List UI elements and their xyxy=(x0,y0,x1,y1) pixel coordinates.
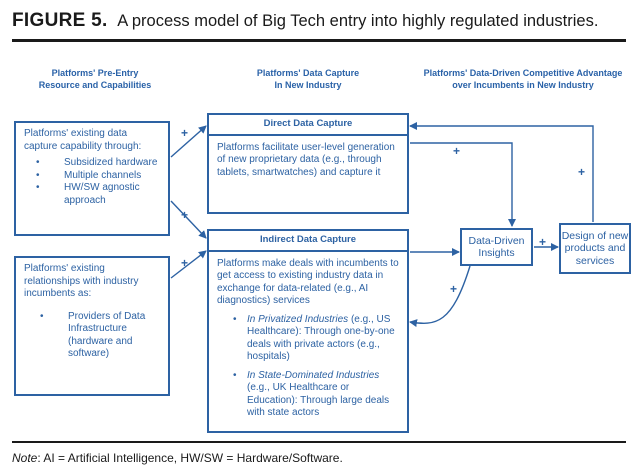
arrow-capabilities-to-direct xyxy=(170,125,207,158)
column-heading-right: Platforms' Data-Driven Competitive Advan… xyxy=(418,67,628,91)
plus-sign: + xyxy=(181,208,189,222)
figure-caption: A process model of Big Tech entry into h… xyxy=(117,12,599,30)
relationships-box: Platforms' existing relationships with i… xyxy=(14,256,170,396)
column-heading-middle-line1: Platforms' Data Capture xyxy=(256,68,360,78)
top-rule xyxy=(12,39,626,42)
indirect-capture-body: Platforms make deals with incumbents to … xyxy=(217,257,399,307)
column-heading-middle: Platforms' Data Capture In New Industry xyxy=(228,67,388,91)
arrow-relationships-to-indirect xyxy=(170,250,207,279)
note-label: Note xyxy=(12,451,38,465)
plus-sign: + xyxy=(578,165,586,179)
box-divider xyxy=(209,133,407,136)
indirect-item-state-text: (e.g., UK Healthcare or Education): Thro… xyxy=(247,382,390,418)
plus-sign: + xyxy=(453,144,461,158)
column-heading-right-line2: over Incumbents in New Industry xyxy=(452,80,594,90)
indirect-item-privatized-heading: In Privatized Industries xyxy=(247,313,349,325)
column-heading-left-line1: Platforms' Pre-Entry xyxy=(51,68,139,78)
indirect-capture-title: Indirect Data Capture xyxy=(259,234,357,245)
arrow-direct-to-insights xyxy=(410,142,516,227)
list-item: HW/SW agnostic approach xyxy=(36,182,160,207)
direct-capture-box: Direct Data Capture Platforms facilitate… xyxy=(207,113,409,214)
list-item: Multiple channels xyxy=(36,170,160,183)
insights-box: Data-Driven Insights xyxy=(460,228,533,266)
design-label: Design of new products and services xyxy=(561,229,629,267)
indirect-item-state: In State-Dominated Industries (e.g., UK … xyxy=(217,370,399,420)
design-box: Design of new products and services xyxy=(559,223,631,274)
indirect-item-state-heading: In State-Dominated Industries xyxy=(247,369,380,381)
figure-label: FIGURE 5. xyxy=(12,10,108,31)
figure-note: Note: AI = Artificial Intelligence, HW/S… xyxy=(12,451,343,465)
direct-capture-body: Platforms facilitate user-level generati… xyxy=(217,141,395,178)
insights-label: Data-Driven Insights xyxy=(468,234,525,260)
bottom-rule xyxy=(12,441,626,443)
indirect-item-privatized: In Privatized Industries (e.g., US Healt… xyxy=(217,314,399,364)
plus-sign: + xyxy=(539,235,547,249)
plus-sign: + xyxy=(181,256,189,270)
indirect-item-privatized-text: (e.g., US Healthcare): Through one-by-on… xyxy=(247,313,395,363)
arrow-design-to-direct xyxy=(409,122,594,222)
relationships-intro: Platforms' existing relationships with i… xyxy=(24,263,139,299)
list-item: Providers of Data Infrastructure (hardwa… xyxy=(40,311,160,361)
column-heading-left-line2: Resource and Capabilities xyxy=(38,80,152,90)
column-heading-left: Platforms' Pre-Entry Resource and Capabi… xyxy=(20,67,170,91)
list-item: Subsidized hardware xyxy=(36,157,160,170)
note-text: : AI = Artificial Intelligence, HW/SW = … xyxy=(37,451,343,465)
column-heading-right-line1: Platforms' Data-Driven Competitive Advan… xyxy=(423,68,623,78)
plus-sign: + xyxy=(450,282,458,296)
direct-capture-title: Direct Data Capture xyxy=(263,118,353,129)
arrow-capabilities-to-indirect xyxy=(170,200,207,239)
column-heading-middle-line2: In New Industry xyxy=(274,80,342,90)
figure-title: FIGURE 5. A process model of Big Tech en… xyxy=(12,10,598,32)
capabilities-box: Platforms' existing data capture capabil… xyxy=(14,121,170,236)
indirect-capture-box: Indirect Data Capture Platforms make dea… xyxy=(207,229,409,433)
arrow-insights-to-indirect-loop xyxy=(409,265,471,328)
relationships-list: Providers of Data Infrastructure (hardwa… xyxy=(24,311,160,361)
capabilities-list: Subsidized hardware Multiple channels HW… xyxy=(24,157,160,207)
plus-sign: + xyxy=(181,126,189,140)
capabilities-intro: Platforms' existing data capture capabil… xyxy=(24,128,142,152)
box-divider xyxy=(209,249,407,252)
